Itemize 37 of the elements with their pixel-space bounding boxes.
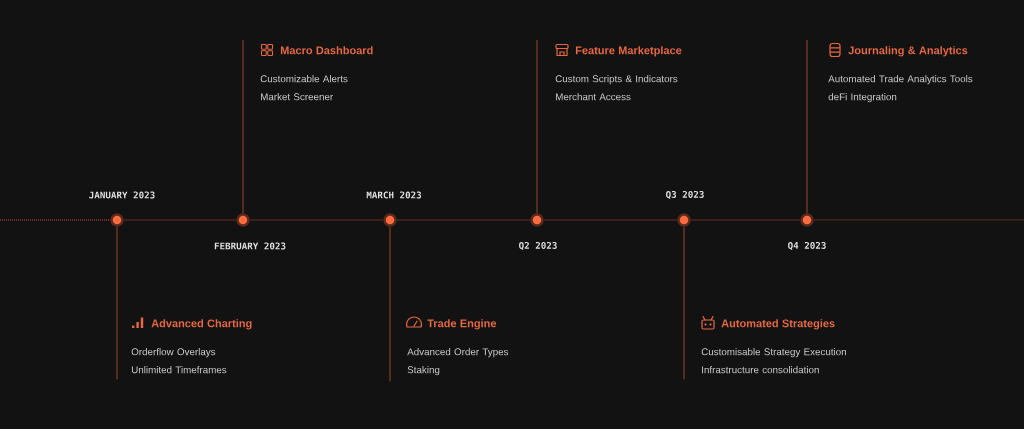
timeline-line [249, 219, 384, 221]
timeline-line [690, 219, 801, 221]
card-heading: Advanced Charting [151, 319, 252, 330]
timeline-line [813, 219, 1024, 221]
date-label: JANUARY 2023 [89, 191, 155, 199]
timeline-line [543, 219, 678, 221]
list-item: Customisable Strategy Execution [701, 348, 846, 358]
timeline-line [123, 219, 237, 221]
card-heading: Feature Marketplace [575, 46, 682, 57]
list-item: Advanced Order Types [407, 348, 509, 358]
list-item: Staking [407, 366, 440, 376]
card-heading: Journaling & Analytics [848, 46, 968, 57]
list-item: Orderflow Overlays [131, 348, 216, 358]
list-item: Infrastructure consolidation [702, 366, 819, 374]
card-heading: Trade Engine [427, 319, 497, 330]
list-item: Merchant Access [556, 93, 631, 101]
date-label: MARCH 2023 [366, 191, 422, 199]
list-item: Automated Trade Analytics Tools [828, 75, 973, 85]
date-label: FEBRUARY 2023 [214, 242, 286, 250]
card-heading: Automated Strategies [721, 319, 835, 330]
list-item: Market Screener [261, 93, 333, 101]
list-item: Unlimited Timeframes [131, 366, 227, 374]
connector-line [536, 39, 538, 214]
list-item: Custom Scripts & Indicators [555, 75, 678, 85]
date-label: Q4 2023 [788, 241, 826, 251]
date-label: Q2 2023 [519, 241, 557, 251]
connector-line [116, 226, 118, 381]
card-heading: Macro Dashboard [280, 46, 373, 55]
list-item: deFi Integration [828, 93, 897, 103]
timeline-line [0, 219, 112, 221]
list-item: Customizable Alerts [260, 75, 348, 83]
connector-line [389, 226, 391, 383]
date-label: Q3 2023 [666, 190, 704, 200]
timeline-line [396, 219, 531, 221]
connector-line [242, 39, 244, 214]
connector-line [683, 226, 685, 381]
connector-line [806, 39, 808, 214]
